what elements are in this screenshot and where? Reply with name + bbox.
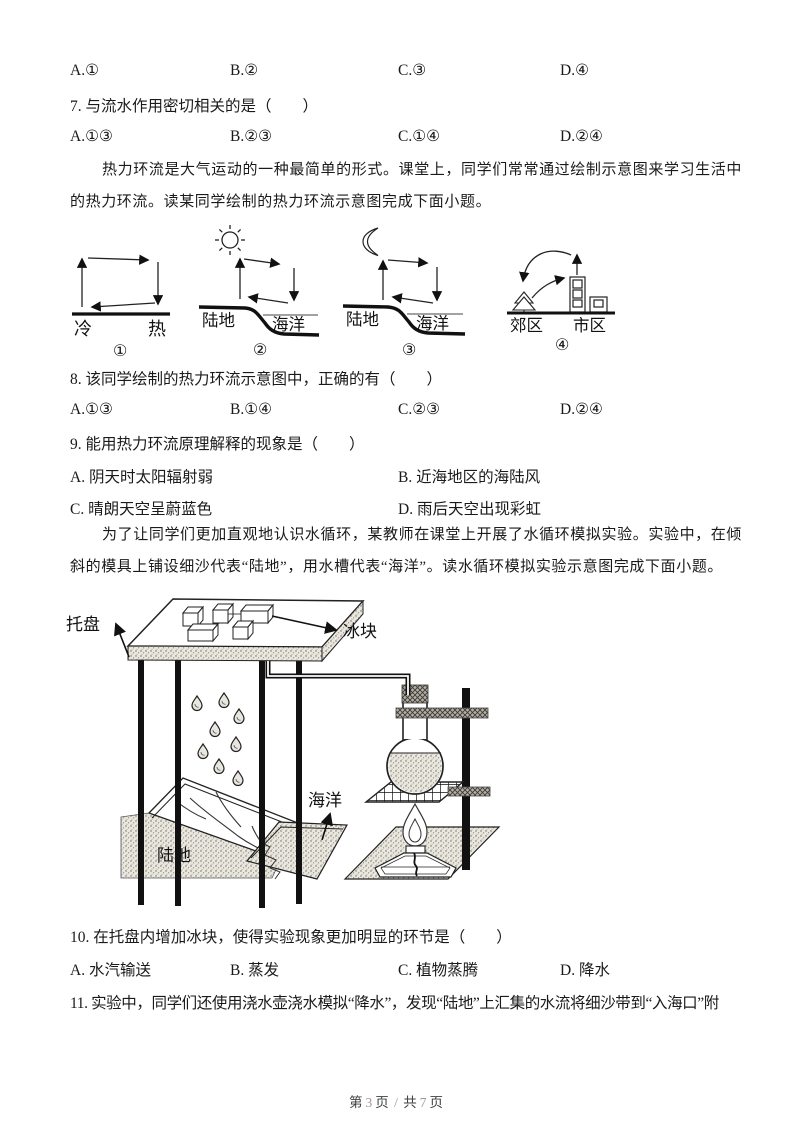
thermal-diagram-2: 陆地 海洋 ②: [198, 225, 320, 359]
question-11-stem: 11. 实验中，同学们还使用浇水壶浇水模拟“降水”，发现“陆地”上汇集的水流将细…: [70, 995, 719, 1012]
diagram-number: ③: [402, 342, 416, 359]
diagram-number: ④: [555, 337, 569, 354]
ice-pointer-arrow: [271, 615, 338, 634]
label-land: 陆地: [346, 310, 379, 329]
label-hot: 热: [148, 319, 166, 339]
option-c: C. 植物蒸腾: [398, 962, 479, 979]
footer-label: 页: [375, 1095, 390, 1110]
question-8-options: A.①③ B.①④ C.②③ D.②④: [0, 400, 793, 422]
footer-label: 页: [429, 1095, 444, 1110]
thermal-diagram-3: 陆地 海洋 ③: [343, 227, 466, 359]
diagram-number: ①: [113, 343, 127, 360]
option-c: C.②③: [398, 401, 441, 418]
tray-legs: [138, 659, 302, 908]
coastline: [343, 304, 466, 336]
footer-separator: /: [394, 1095, 399, 1110]
condensation-tube: [265, 661, 411, 695]
option-d: D. 雨后天空出现彩虹: [398, 501, 541, 518]
option-a: A.①③: [70, 128, 113, 145]
option-c: C. 晴朗天空呈蔚蓝色: [70, 501, 213, 518]
alcohol-lamp: [374, 845, 457, 878]
tray-label: 托盘: [66, 615, 100, 634]
label-urban: 市区: [573, 316, 606, 335]
question-9-options-row-2: C. 晴朗天空呈蔚蓝色 D. 雨后天空出现彩虹: [0, 497, 793, 519]
option-a: A. 水汽输送: [70, 962, 151, 979]
question-10-stem: 10. 在托盘内增加冰块，使得实验现象更加明显的环节是（ ）: [70, 929, 512, 946]
circulation-arrows: [519, 250, 583, 299]
land-label: 陆地: [157, 846, 191, 865]
circulation-arrows: [234, 257, 300, 304]
stand-rod: [462, 688, 470, 870]
option-d: D.④: [560, 62, 589, 79]
tree-icon: [511, 291, 537, 313]
circulation-arrows: [377, 257, 443, 304]
ice-cubes-icon: [181, 602, 275, 643]
question-10-options: A. 水汽输送 B. 蒸发 C. 植物蒸腾 D. 降水: [0, 958, 793, 980]
option-b: B. 蒸发: [230, 962, 280, 979]
question-7-stem: 7. 与流水作用密切相关的是（ ）: [70, 98, 319, 115]
question-7-options: A.①③ B.②③ C.①④ D.②④: [0, 127, 793, 149]
label-suburb: 郊区: [510, 316, 543, 335]
label-sea: 海洋: [416, 314, 449, 333]
thermal-diagram-1: 冷 热 ①: [72, 254, 170, 360]
option-c: C.③: [398, 62, 427, 79]
experiment-diagram: 陆地 海洋: [66, 598, 501, 908]
buildings-icon: [569, 276, 608, 313]
option-c: C.①④: [398, 128, 441, 145]
question-9-options-row-1: A. 阴天时太阳辐射弱 B. 近海地区的海陆风: [0, 465, 793, 487]
ocean-label: 海洋: [308, 791, 342, 810]
ocean-pointer-arrow: [320, 812, 333, 841]
question-8-stem: 8. 该同学绘制的热力环流示意图中，正确的有（ ）: [70, 371, 443, 388]
option-d: D.②④: [560, 128, 603, 145]
label-cold: 冷: [74, 319, 92, 339]
option-a: A.①③: [70, 401, 113, 418]
option-d: D.②④: [560, 401, 603, 418]
flame-icon: [402, 802, 428, 847]
option-b: B.②③: [230, 128, 273, 145]
sun-icon: [215, 225, 245, 255]
moon-icon: [362, 227, 379, 257]
option-b: B. 近海地区的海陆风: [398, 469, 541, 486]
passage-thermal-circulation: 热力环流是大气运动的一种最简单的形式。课堂上，同学们常常通过绘制示意图来学习生活…: [70, 162, 742, 210]
option-b: B.②: [230, 62, 259, 79]
ice-tray: [126, 598, 365, 663]
tray-pointer-arrow: [114, 622, 130, 658]
passage-water-cycle-experiment: 为了让同学们更加直观地认识水循环，某教师在课堂上开展了水循环模拟实验。实验中，在…: [70, 527, 742, 575]
diagram-number: ②: [253, 342, 267, 359]
option-b: B.①④: [230, 401, 273, 418]
ice-label: 冰块: [343, 622, 377, 641]
question-9-stem: 9. 能用热力环流原理解释的现象是（ ）: [70, 436, 365, 453]
coastline: [198, 305, 320, 337]
footer-label: 第: [348, 1095, 364, 1110]
option-a: A.①: [70, 62, 99, 79]
rain-droplets-icon: [191, 692, 245, 787]
neck-clamp: [395, 707, 489, 719]
footer-page-number: 3: [365, 1095, 374, 1110]
label-land: 陆地: [202, 311, 235, 330]
footer-label: 共: [403, 1095, 418, 1110]
options-row-prev: A.① B.② C.③ D.④: [0, 61, 793, 83]
option-d: D. 降水: [560, 962, 610, 979]
gauze-clamp: [447, 786, 491, 797]
lamp-wick: [413, 852, 418, 877]
option-a: A. 阴天时太阳辐射弱: [70, 469, 213, 486]
round-bottom-flask: [386, 684, 444, 795]
label-sea: 海洋: [272, 315, 305, 334]
footer-total-pages: 7: [419, 1095, 428, 1110]
circulation-arrows: [76, 254, 164, 312]
thermal-diagram-4: 郊区 市区 ④: [507, 250, 615, 354]
